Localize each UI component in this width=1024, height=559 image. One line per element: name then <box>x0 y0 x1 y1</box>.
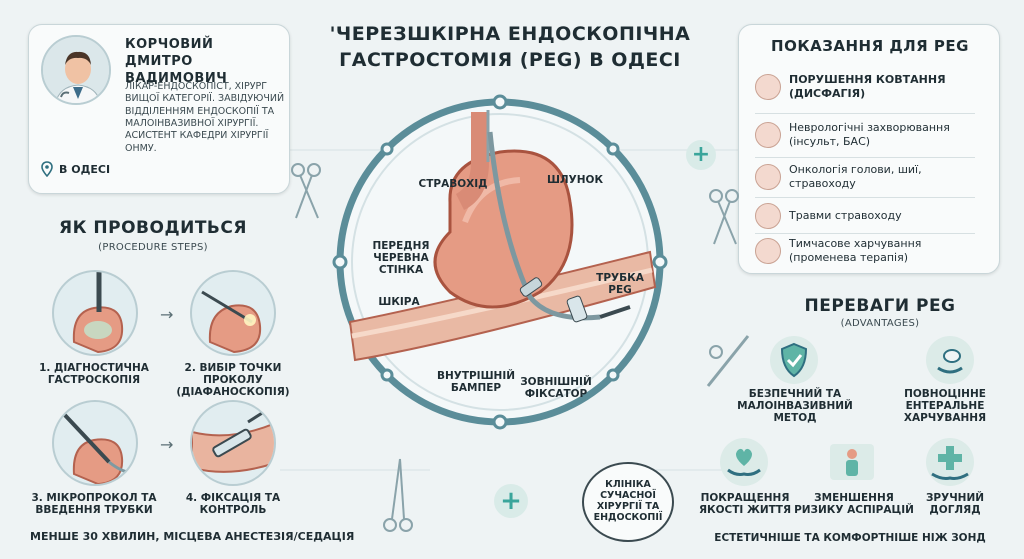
indication-text: Порушення ковтання (дисфагія) <box>789 73 946 100</box>
patient-icon <box>830 444 874 480</box>
doctor-name: Корчовий Дмитро Вадимович <box>125 37 228 86</box>
procedure-title: Як проводиться <box>59 218 247 238</box>
bone-injury-icon <box>755 203 781 229</box>
avatar <box>41 35 111 105</box>
shield-check-icon <box>770 336 818 384</box>
indication-text: Онкологія голови, шиї, стравоходу <box>789 163 922 190</box>
label-inner-bumper: Внутрішній бампер <box>436 370 516 395</box>
step-2-label: 2. Вибір точки проколу (діафаноскопія) <box>176 362 290 399</box>
procedure-footer: Менше 30 хвилин, місцева анестезія/седац… <box>30 530 355 543</box>
step-4-image <box>190 400 276 486</box>
medical-cross-icon: + <box>686 140 716 170</box>
scalpel-icon <box>706 335 750 387</box>
forceps-icon <box>709 189 739 245</box>
step-1-label: 1. Діагностична гастроскопія <box>39 362 149 387</box>
arrow-icon: → <box>160 305 174 324</box>
label-outer-fixator: Зовнішній фіксатор <box>520 376 592 401</box>
indication-item: Порушення ковтання (дисфагія) <box>755 73 974 101</box>
indications-title: Показання для PEG <box>771 37 969 55</box>
advantage-3-label: Покращення якості життя <box>698 492 792 517</box>
advantage-1-label: Безпечний та малоінвазивний метод <box>737 388 853 425</box>
indication-text: Неврологічні захворювання (інсульт, БАС) <box>789 121 950 148</box>
page-title-line1: 'Черезшкірна ендоскопічна <box>329 23 691 45</box>
indication-item: Неврологічні захворювання (інсульт, БАС) <box>755 121 974 149</box>
label-esophagus: Стравохід <box>418 178 488 190</box>
doctor-bio: Лікар-ендоскопіст, хірург вищої категорі… <box>125 81 285 154</box>
step-4-label: 4. Фіксація та контроль <box>185 492 281 517</box>
location-pin-icon <box>41 161 53 177</box>
step-3-image <box>52 400 138 486</box>
advantages-title: Переваги PEG <box>804 296 956 316</box>
location-row: В Одесі <box>41 161 110 177</box>
label-tube: Трубка PEG <box>596 272 644 297</box>
care-hands-icon <box>926 438 974 486</box>
page-title-line2: гастростомія (PEG) в Одесі <box>339 48 681 71</box>
indication-item: Онкологія голови, шиї, стравоходу <box>755 163 974 191</box>
step-1-image <box>52 270 138 356</box>
indication-item: Травми стравоходу <box>755 203 974 229</box>
label-abdominal-wall: Передня черевна стінка <box>372 240 430 277</box>
indication-text: Тимчасове харчування (променева терапія) <box>789 237 922 264</box>
clamp-icon <box>383 458 413 532</box>
advantage-4-label: Зменшення ризику аспірацій <box>794 492 914 517</box>
label-stomach: Шлунок <box>546 174 604 186</box>
head-oncology-icon <box>755 163 781 190</box>
page-title: 'Черезшкірна ендоскопічна гастростомія (… <box>300 22 720 73</box>
clinic-badge: Клініка сучасної хірургії та ендоскопії <box>582 462 674 542</box>
medical-cross-icon: + <box>494 484 528 518</box>
doctor-card: Корчовий Дмитро Вадимович Лікар-ендоскоп… <box>28 24 290 194</box>
advantages-subtitle: (ADVANTAGES) <box>840 318 920 329</box>
radiation-icon <box>755 237 781 264</box>
advantages-footer: Естетичніше та комфортніше ніж зонд <box>714 532 986 544</box>
step-3-label: 3. Мікропрокол та введення трубки <box>31 492 157 517</box>
indication-item: Тимчасове харчування (променева терапія) <box>755 237 974 265</box>
nutrition-icon <box>926 336 974 384</box>
scissors-icon <box>291 163 321 219</box>
location-text: В Одесі <box>59 162 111 176</box>
heart-hands-icon <box>720 438 768 486</box>
step-2-image <box>190 270 276 356</box>
peg-anatomy-diagram <box>332 94 668 430</box>
clinic-name: Клініка сучасної хірургії та ендоскопії <box>593 479 663 523</box>
advantage-2-label: Повноцінне ентеральне харчування <box>903 388 987 425</box>
arrow-icon: → <box>160 435 174 454</box>
label-skin: Шкіра <box>378 296 420 308</box>
procedure-subtitle: (PROCEDURE STEPS) <box>98 242 208 253</box>
throat-icon <box>755 73 781 100</box>
advantage-5-label: Зручний догляд <box>925 492 985 517</box>
brain-icon <box>755 121 781 148</box>
indications-card: Показання для PEG Порушення ковтання (ди… <box>738 24 1000 274</box>
indication-text: Травми стравоходу <box>789 209 902 223</box>
